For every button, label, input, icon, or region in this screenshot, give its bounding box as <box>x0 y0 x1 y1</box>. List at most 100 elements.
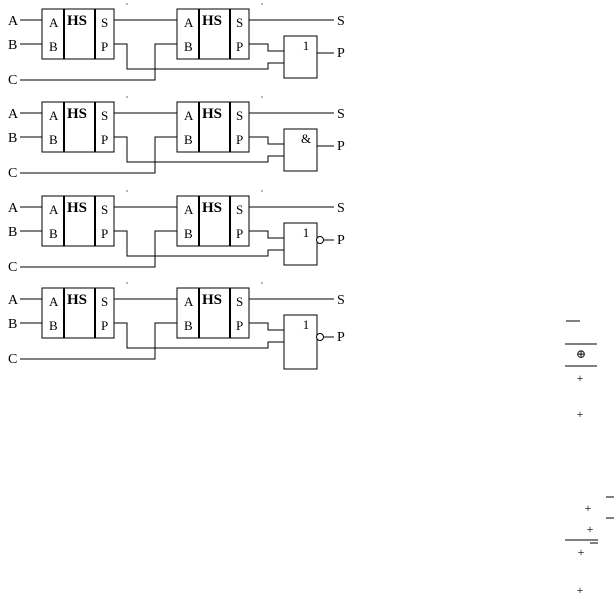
half-adder-2: AB HS SP <box>176 8 250 60</box>
wire-input-c <box>20 136 177 174</box>
plus-symbol: + <box>587 522 594 536</box>
half-adder-1: AB HS SP <box>41 195 115 247</box>
carry-gate-symbol: 1 <box>303 225 310 240</box>
input-label-a: A <box>8 293 19 308</box>
half-adder-2-body <box>176 101 250 153</box>
half-adder-1-pin-s: S <box>101 108 108 123</box>
half-adder-1-title: HS <box>67 13 87 29</box>
plus-symbol: + <box>577 407 584 421</box>
half-adder-1-pin-b: B <box>49 318 58 333</box>
input-label-b: B <box>8 38 17 53</box>
half-adder-1-pin-s: S <box>101 15 108 30</box>
plus-symbol: + <box>578 545 585 559</box>
wire-input-c <box>20 43 177 81</box>
carry-gate-symbol: 1 <box>303 317 310 332</box>
half-adder-2-pin-a: A <box>184 294 194 309</box>
wire-hs2-carry <box>249 322 284 331</box>
dot-mark <box>261 282 263 284</box>
inversion-bubble <box>316 333 324 341</box>
carry-gate-symbol: & <box>301 131 311 146</box>
output-label-s: S <box>337 293 345 308</box>
output-label-p: P <box>337 46 345 61</box>
half-adder-2-body <box>176 287 250 339</box>
input-label-c: C <box>8 73 17 88</box>
wire-hs1-carry <box>114 43 284 70</box>
input-label-c: C <box>8 352 17 367</box>
half-adder-2-title: HS <box>202 13 222 29</box>
dot-mark <box>126 282 128 284</box>
wire-hs2-carry <box>249 136 284 145</box>
dot-mark <box>126 96 128 98</box>
half-adder-1-pin-p: P <box>101 39 108 54</box>
half-adder-2-pin-p: P <box>236 318 243 333</box>
half-adder-2-pin-a: A <box>184 108 194 123</box>
output-label-p: P <box>337 233 345 248</box>
half-adder-1-pin-p: P <box>101 226 108 241</box>
input-label-a: A <box>8 201 19 216</box>
carry-gate <box>283 314 318 370</box>
carry-gate-symbol: 1 <box>303 38 310 53</box>
half-adder-2-pin-a: A <box>184 15 194 30</box>
wire-hs2-carry <box>249 43 284 52</box>
half-adder-1-body <box>41 8 115 60</box>
dot-mark <box>261 96 263 98</box>
carry-gate <box>283 222 318 266</box>
half-adder-2-pin-s: S <box>236 294 243 309</box>
half-adder-1-title: HS <box>67 200 87 216</box>
output-label-p: P <box>337 330 345 345</box>
plus-symbol: + <box>577 583 584 597</box>
half-adder-1-body <box>41 287 115 339</box>
carry-gate <box>283 35 318 79</box>
half-adder-2-title: HS <box>202 292 222 308</box>
wire-hs1-carry <box>114 322 284 349</box>
half-adder-1-pin-a: A <box>49 202 59 217</box>
half-adder-2-body <box>176 195 250 247</box>
dot-mark <box>126 3 128 5</box>
dot-mark <box>261 190 263 192</box>
half-adder-2-title: HS <box>202 200 222 216</box>
half-adder-1-body <box>41 101 115 153</box>
wire-hs2-carry <box>249 230 284 239</box>
input-label-a: A <box>8 14 19 29</box>
half-adder-1-pin-b: B <box>49 132 58 147</box>
inversion-bubble <box>316 236 324 244</box>
half-adder-1-title: HS <box>67 292 87 308</box>
half-adder-2-pin-p: P <box>236 132 243 147</box>
half-adder-2-pin-a: A <box>184 202 194 217</box>
output-label-p: P <box>337 139 345 154</box>
half-adder-2-pin-b: B <box>184 226 193 241</box>
half-adder-2-pin-p: P <box>236 39 243 54</box>
side-symbols: ⊕++++++ <box>565 320 614 597</box>
input-label-b: B <box>8 317 17 332</box>
half-adder-1-pin-s: S <box>101 202 108 217</box>
half-adder-2: AB HS SP <box>176 287 250 339</box>
half-adder-2-pin-b: B <box>184 318 193 333</box>
half-adder-1-pin-a: A <box>49 294 59 309</box>
dot-mark <box>261 3 263 5</box>
oplus-symbol: ⊕ <box>576 347 586 361</box>
wire-hs1-carry <box>114 136 284 163</box>
half-adder-1-pin-b: B <box>49 226 58 241</box>
half-adder-2-body <box>176 8 250 60</box>
output-label-s: S <box>337 201 345 216</box>
half-adder-1-pin-s: S <box>101 294 108 309</box>
input-label-c: C <box>8 260 17 275</box>
output-label-s: S <box>337 107 345 122</box>
dot-mark <box>126 190 128 192</box>
half-adder-2-pin-b: B <box>184 39 193 54</box>
plus-symbol: + <box>585 501 592 515</box>
output-label-s: S <box>337 14 345 29</box>
input-label-b: B <box>8 225 17 240</box>
half-adder-2-pin-s: S <box>236 15 243 30</box>
wire-input-c <box>20 322 177 360</box>
input-label-b: B <box>8 131 17 146</box>
